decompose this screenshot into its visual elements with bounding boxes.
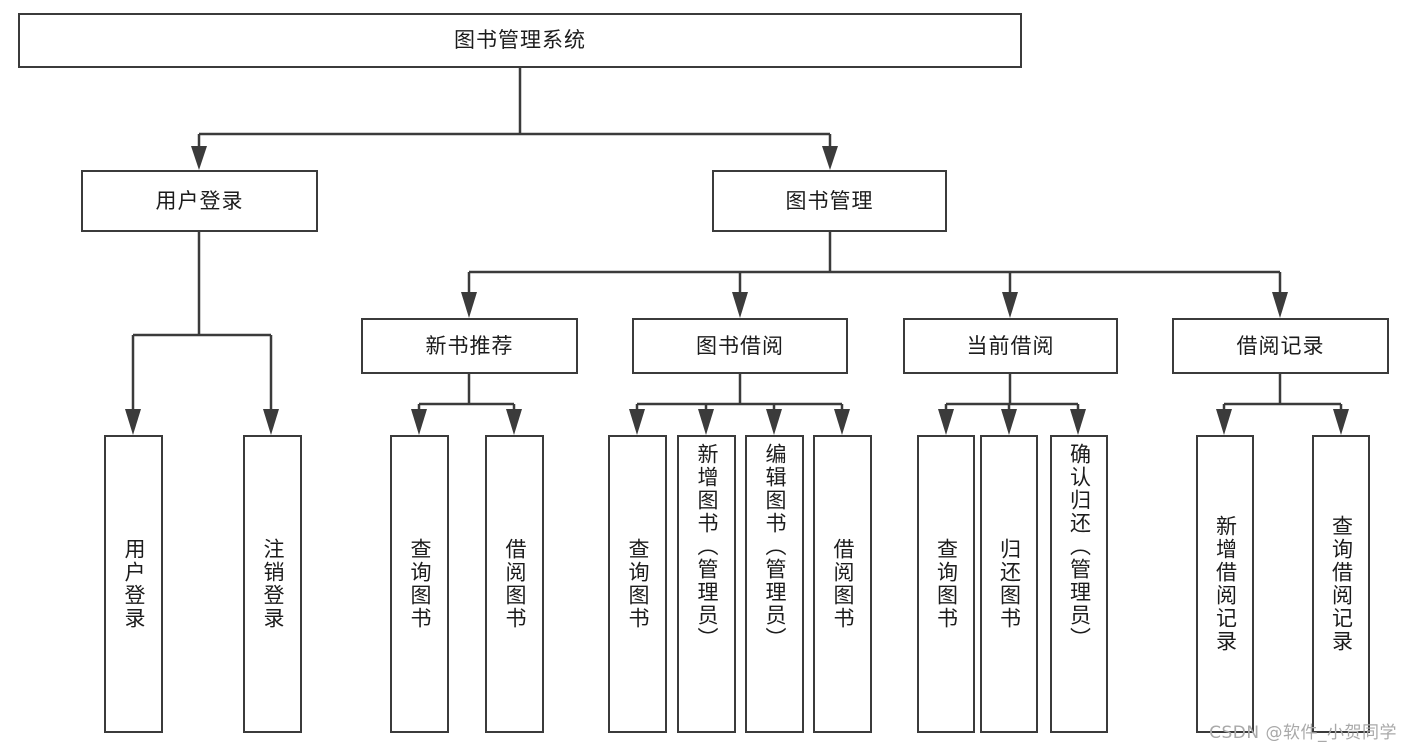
leaf-user-login-login[interactable]: 用户登录 [104,435,163,733]
leaf-new-book-query-label: 查询图书 [407,538,432,630]
leaf-borrow-record-add-label: 新增借阅记录 [1213,515,1238,653]
leaf-borrow-record-query[interactable]: 查询借阅记录 [1312,435,1370,733]
leaf-user-login-logout-label: 注销登录 [260,538,285,630]
node-current-borrow[interactable]: 当前借阅 [903,318,1118,374]
leaf-book-borrow-query-label: 查询图书 [625,538,650,630]
node-root[interactable]: 图书管理系统 [18,13,1022,68]
leaf-new-book-borrow-label: 借阅图书 [502,538,527,630]
node-user-login-label: 用户登录 [155,188,244,213]
node-book-borrow[interactable]: 图书借阅 [632,318,848,374]
leaf-current-borrow-return[interactable]: 归还图书 [980,435,1038,733]
leaf-borrow-record-query-label: 查询借阅记录 [1329,515,1354,653]
leaf-current-borrow-confirm[interactable]: 确认归还（管理员） [1050,435,1108,733]
leaf-current-borrow-return-label: 归还图书 [997,538,1022,630]
node-book-borrow-label: 图书借阅 [696,333,784,358]
leaf-book-borrow-borrow[interactable]: 借阅图书 [813,435,872,733]
leaf-user-login-logout[interactable]: 注销登录 [243,435,302,733]
leaf-book-borrow-add-label: 新增图书（管理员） [694,443,719,650]
node-new-book-recommend[interactable]: 新书推荐 [361,318,578,374]
leaf-current-borrow-query[interactable]: 查询图书 [917,435,975,733]
csdn-watermark: CSDN @软件_小贺同学 [1209,723,1397,743]
node-book-management-label: 图书管理 [785,188,874,213]
node-borrow-record-label: 借阅记录 [1236,333,1325,358]
leaf-new-book-borrow[interactable]: 借阅图书 [485,435,544,733]
leaf-book-borrow-borrow-label: 借阅图书 [830,538,855,630]
leaf-current-borrow-confirm-label: 确认归还（管理员） [1067,443,1092,650]
leaf-book-borrow-add[interactable]: 新增图书（管理员） [677,435,736,733]
leaf-book-borrow-edit-label: 编辑图书（管理员） [762,443,787,650]
leaf-user-login-login-label: 用户登录 [121,538,146,630]
node-borrow-record[interactable]: 借阅记录 [1172,318,1389,374]
leaf-new-book-query[interactable]: 查询图书 [390,435,449,733]
leaf-borrow-record-add[interactable]: 新增借阅记录 [1196,435,1254,733]
leaf-current-borrow-query-label: 查询图书 [934,538,959,630]
node-new-book-recommend-label: 新书推荐 [425,333,514,358]
node-current-borrow-label: 当前借阅 [966,333,1055,358]
node-root-label: 图书管理系统 [454,28,586,53]
leaf-book-borrow-query[interactable]: 查询图书 [608,435,667,733]
node-book-management[interactable]: 图书管理 [712,170,947,232]
leaf-book-borrow-edit[interactable]: 编辑图书（管理员） [745,435,804,733]
node-user-login[interactable]: 用户登录 [81,170,318,232]
